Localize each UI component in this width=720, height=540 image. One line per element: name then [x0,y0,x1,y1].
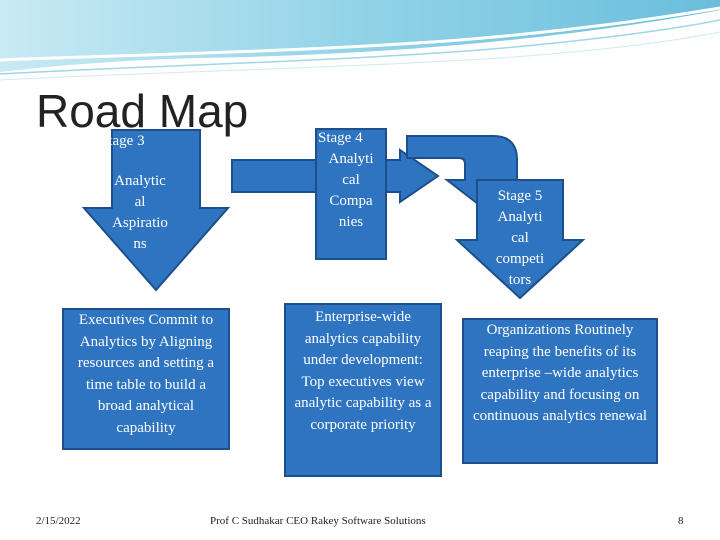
stage-5-label: Stage 5 [480,186,560,207]
stage-5-description: Organizations Routinely reaping the bene… [462,318,658,464]
header-wave-banner [0,0,720,90]
stage-3-description: Executives Commit to Analytics by Aligni… [62,308,230,450]
footer-date: 2/15/2022 [36,515,81,527]
footer-author: Prof C Sudhakar CEO Rakey Software Solut… [210,515,426,527]
stage-4-label: Stage 4 [318,128,388,149]
page-number: 8 [678,515,684,527]
stage-3-text: Analytic al Aspiratio ns [96,171,184,255]
stage-5-text: Analyti cal competi tors [480,207,560,291]
stage-4-text: Analyti cal Compa nies [314,149,388,233]
stage-3-label: Stage 3 [100,131,180,152]
stage-4-description: Enterprise-wide analytics capability und… [284,303,442,477]
